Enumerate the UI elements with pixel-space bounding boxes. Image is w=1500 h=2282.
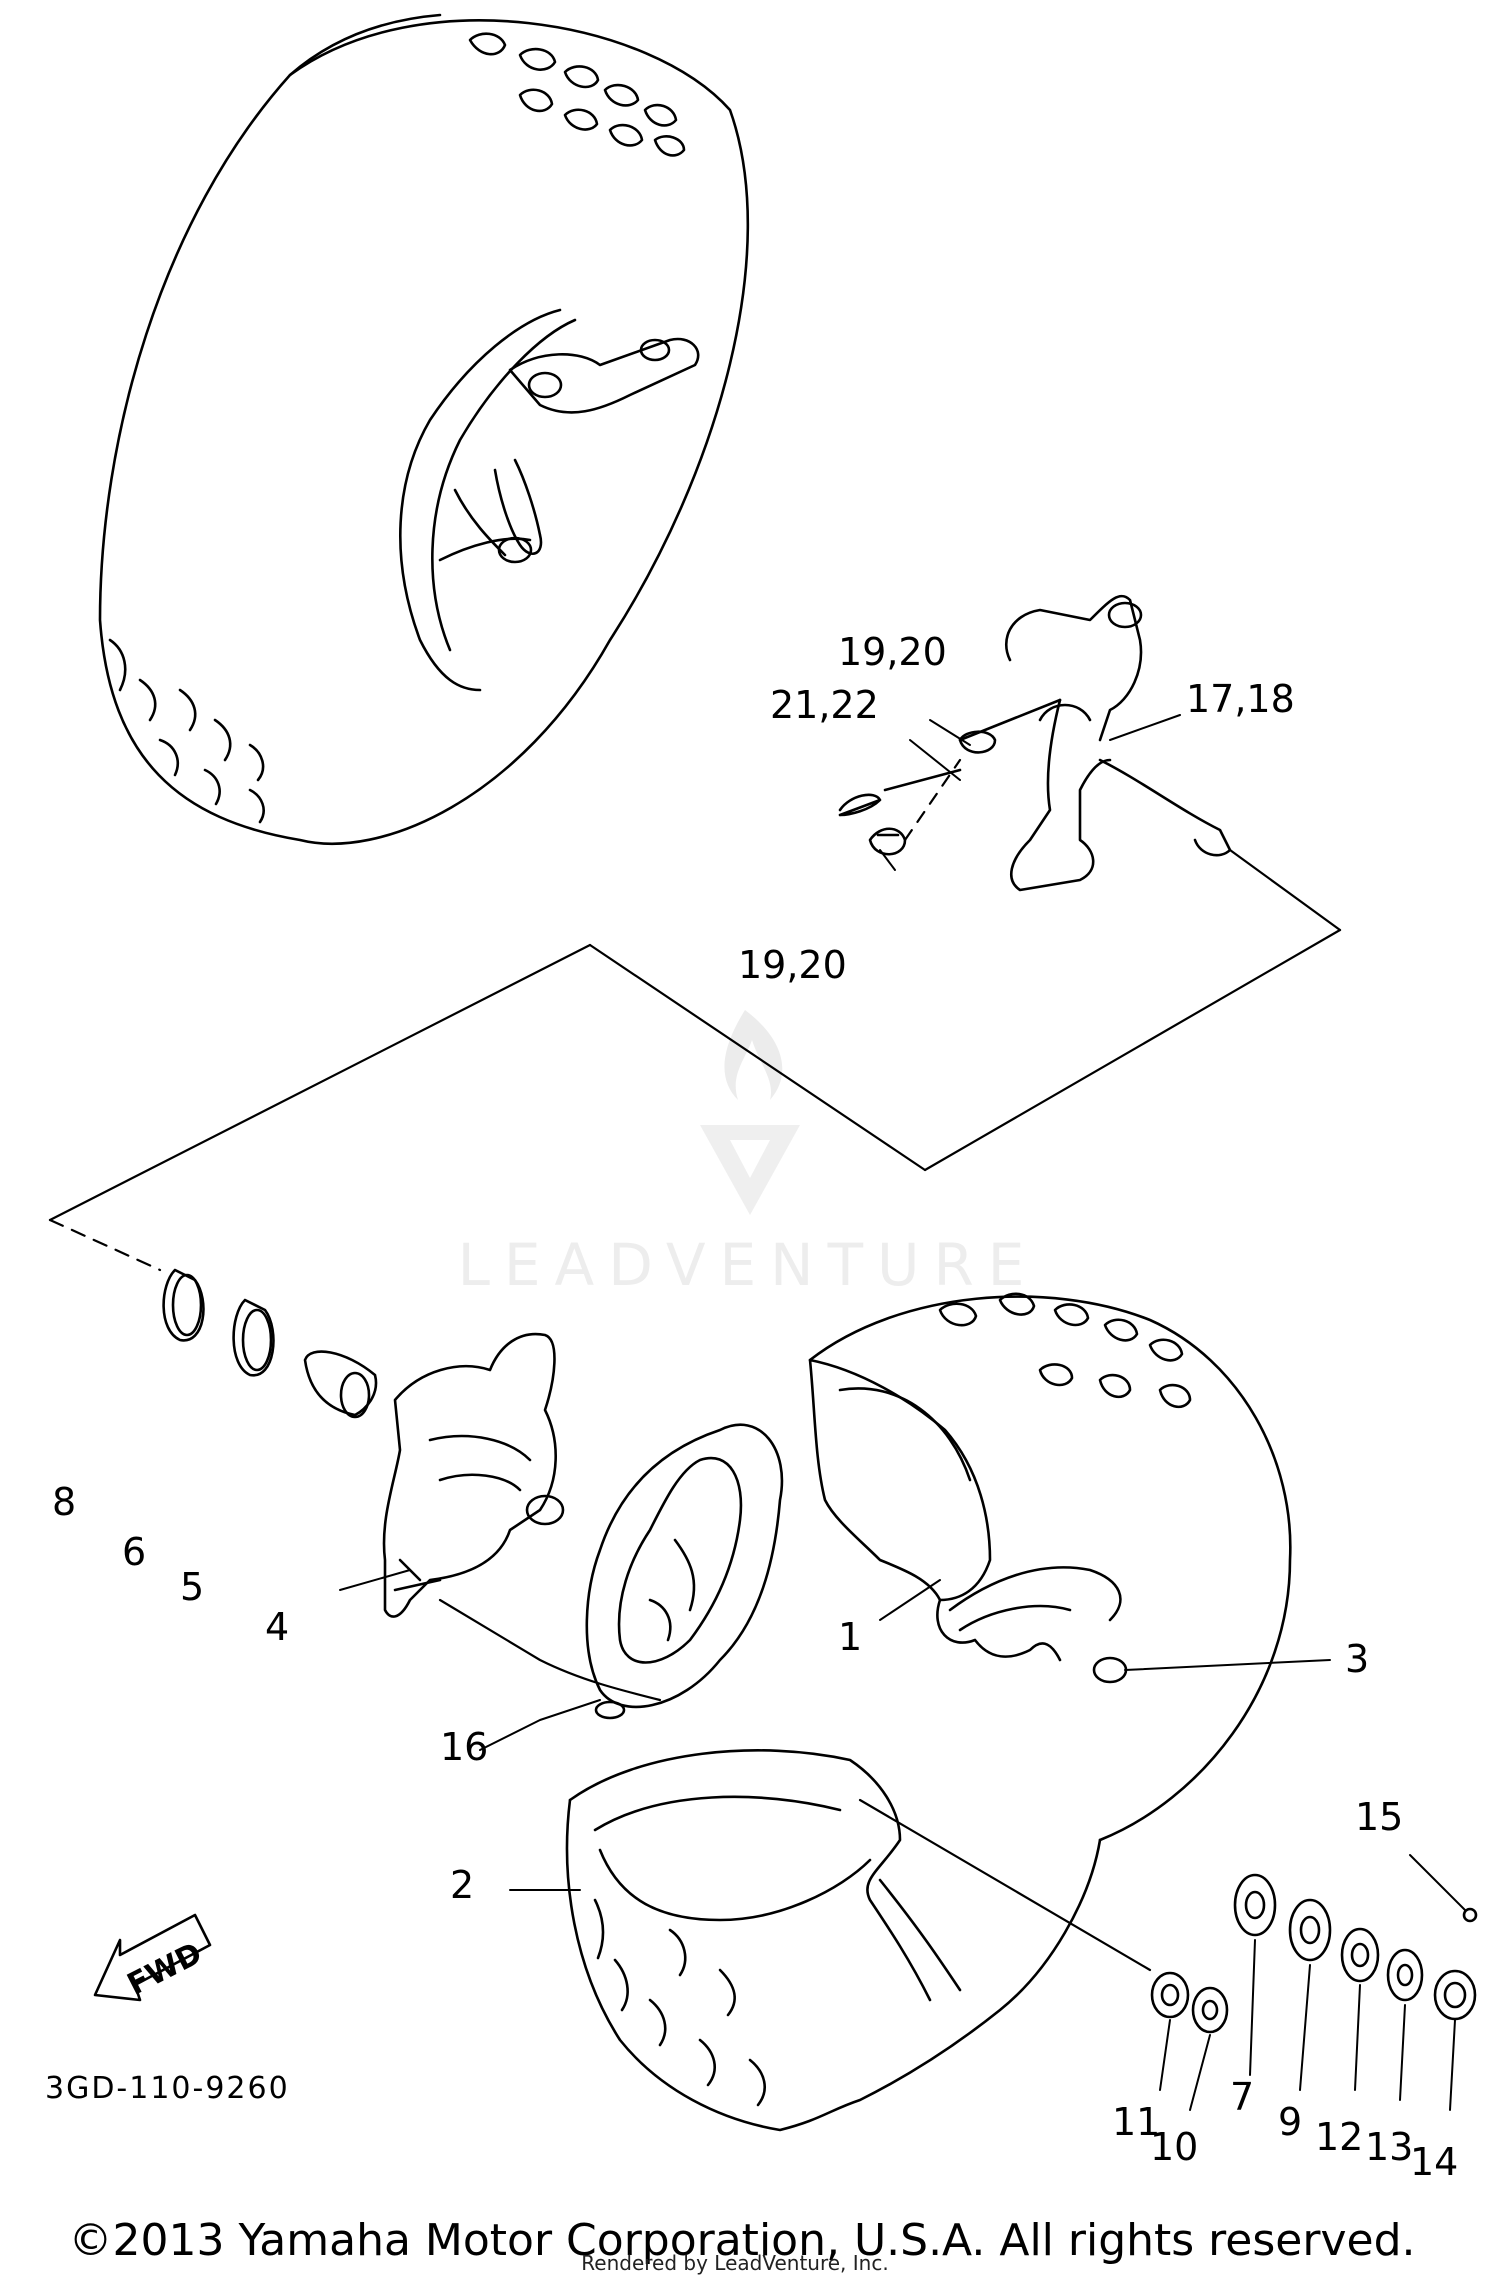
callout-3: 3	[1345, 1637, 1369, 1681]
cotter-pin-shaft	[883, 768, 962, 792]
rim-bolt-hole	[594, 1700, 626, 1720]
leadventure-watermark: LEADVENTURE	[458, 1010, 1039, 1299]
guide-line-right	[858, 1798, 1152, 1972]
forward-direction-arrow	[93, 1913, 212, 2002]
spacer-9	[1288, 1898, 1332, 1962]
tire-half-2-outline	[568, 1749, 932, 2002]
knuckle-body	[1010, 698, 1112, 892]
callout-19-20-bottom: 19,20	[738, 943, 847, 987]
lower-nut-19-20	[868, 827, 907, 856]
tire-valve-3	[1092, 1656, 1128, 1684]
washer-13	[1386, 1948, 1424, 2002]
front-tire-assembly	[565, 1292, 1292, 2132]
upper-nut-19-20	[958, 730, 997, 754]
tire-half-2-outer	[565, 1798, 1102, 2132]
callout-12: 12	[1315, 2115, 1363, 2159]
tire-tread-edge	[288, 13, 442, 77]
seal-11	[1150, 1971, 1190, 2019]
callout-1: 1	[838, 1615, 862, 1659]
cotter-pin-21-22	[838, 793, 882, 817]
hub-guide-line	[438, 1598, 662, 1702]
callout-14: 14	[1410, 2140, 1458, 2184]
tire-tread-blocks	[108, 32, 686, 824]
flame-logo-icon	[724, 1010, 783, 1100]
watermark-brand: LEADVENTURE	[458, 1231, 1039, 1299]
wheel-hub-lugs	[438, 337, 700, 564]
bearing-10	[1191, 1986, 1229, 2034]
callout-2: 2	[450, 1863, 474, 1907]
callout-8: 8	[52, 1480, 76, 1524]
callout-6: 6	[122, 1530, 146, 1574]
oil-seal-6	[232, 1298, 275, 1377]
callout-10: 10	[1150, 2125, 1198, 2169]
kingpin-top-cap	[1107, 601, 1143, 629]
tire-outer-outline	[98, 19, 750, 845]
front-tire-lower-tread	[593, 1898, 766, 2107]
callout-11: 11	[1112, 2100, 1160, 2144]
drawing-code: 3GD-110-9260	[45, 2071, 290, 2106]
rear-wheel-tire-assembly	[98, 13, 750, 845]
callout-7: 7	[1230, 2075, 1254, 2119]
spacer-5	[303, 1350, 378, 1417]
callout-4: 4	[265, 1605, 289, 1649]
callout-13: 13	[1365, 2125, 1413, 2169]
copyright-notice: ©2013 Yamaha Motor Corporation, U.S.A. A…	[69, 2215, 1416, 2266]
bearing-8	[162, 1268, 205, 1342]
knuckle-spindle-assembly	[838, 594, 1232, 892]
rim-half-16	[585, 1423, 784, 1720]
seal-12	[1340, 1927, 1380, 1983]
tire-half-1-outline	[808, 1295, 1292, 1842]
callout-16: 16	[440, 1725, 488, 1769]
spindle-axle	[1098, 758, 1232, 857]
callout-19-20-top: 19,20	[838, 630, 947, 674]
assembly-guide-lines	[48, 758, 1342, 1272]
rim-outer-edge	[399, 308, 562, 692]
rim-inner-edge	[431, 318, 577, 652]
knuckle-upper-arm	[1004, 594, 1143, 742]
knuckle-linkage	[958, 698, 1062, 742]
callout-9: 9	[1278, 2100, 1302, 2144]
front-tire-tread-blocks	[938, 1292, 1192, 1409]
wheel-hub-4	[382, 1332, 557, 1618]
bearing-7	[1233, 1873, 1277, 1937]
callout-labels: 19,20 21,22 17,18 19,20 8 6 5 4 1 3 16 2…	[45, 630, 1458, 2184]
front-hub-assembly	[162, 1268, 662, 1702]
tire-half-2-inner	[593, 1795, 842, 1832]
nut-14	[1433, 1969, 1477, 2021]
callout-17-18: 17,18	[1186, 677, 1295, 721]
callout-15: 15	[1355, 1795, 1403, 1839]
tie-rod-boss	[1038, 703, 1092, 722]
callout-5: 5	[180, 1565, 204, 1609]
v-logo-icon	[700, 1125, 800, 1215]
render-credit: Rendered by LeadVenture, Inc.	[581, 2251, 888, 2275]
cotter-pin-15	[1462, 1907, 1478, 1923]
callout-leader-lines	[339, 714, 1466, 2111]
callout-21-22: 21,22	[770, 683, 879, 727]
tire-half-1-break	[936, 1598, 1062, 1662]
